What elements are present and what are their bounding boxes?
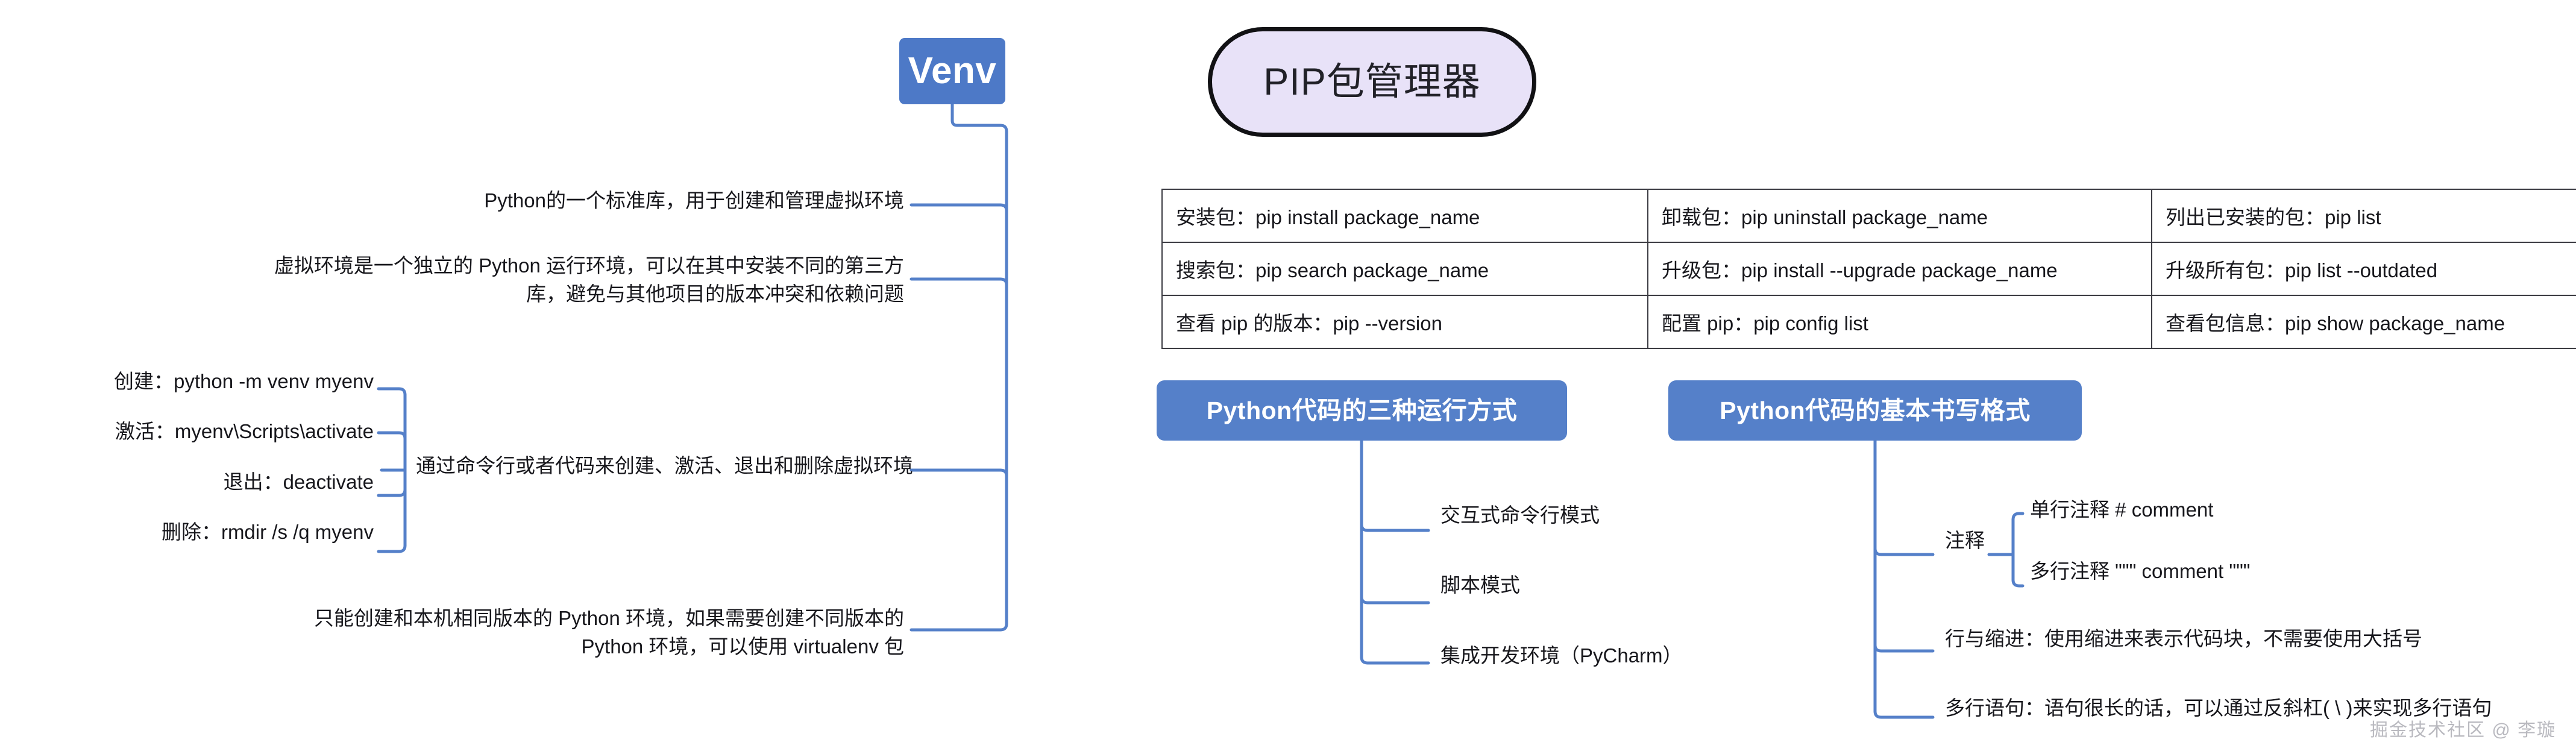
section-node-run-modes-label: Python代码的三种运行方式 bbox=[1206, 396, 1518, 424]
section-node-run-modes[interactable]: Python代码的三种运行方式 bbox=[1157, 380, 1567, 441]
root-node-venv-label: Venv bbox=[908, 50, 997, 92]
run-mode-ide: 集成开发环境（PyCharm） bbox=[1440, 644, 1683, 667]
root-node-pip-label: PIP包管理器 bbox=[1263, 60, 1481, 103]
table-row: 安装包：pip install package_name 卸载包：pip uni… bbox=[1161, 189, 2576, 243]
table-cell-install: 安装包：pip install package_name bbox=[1161, 189, 1648, 243]
table-cell-version: 查看 pip 的版本：pip --version bbox=[1161, 295, 1648, 349]
run-mode-interactive: 交互式命令行模式 bbox=[1440, 504, 1600, 526]
table-cell-search: 搜索包：pip search package_name bbox=[1161, 242, 1648, 296]
style-node-comment: 注释 bbox=[1945, 529, 1985, 551]
venv-branch-cmdline: 通过命令行或者代码来创建、激活、退出和删除虚拟环境 bbox=[416, 454, 913, 477]
venv-command-activate: 激活：myenv\Scripts\activate bbox=[115, 420, 374, 442]
style-node-indentation: 行与缩进：使用缩进来表示代码块，不需要使用大括号 bbox=[1945, 627, 2422, 650]
table-cell-upgrade: 升级包：pip install --upgrade package_name bbox=[1647, 242, 2152, 296]
table-row: 搜索包：pip search package_name 升级包：pip inst… bbox=[1161, 242, 2576, 296]
venv-command-exit: 退出：deactivate bbox=[223, 471, 374, 493]
style-node-single-comment: 单行注释 # comment bbox=[2030, 498, 2214, 521]
table-cell-show: 查看包信息：pip show package_name bbox=[2151, 295, 2576, 349]
venv-branch-version-note: 只能创建和本机相同版本的 Python 环境，如果需要创建不同版本的 Pytho… bbox=[313, 607, 904, 658]
venv-branch-stdlib: Python的一个标准库，用于创建和管理虚拟环境 bbox=[484, 189, 904, 212]
table-cell-outdated: 升级所有包：pip list --outdated bbox=[2151, 242, 2576, 296]
table-cell-config: 配置 pip：pip config list bbox=[1647, 295, 2152, 349]
table-cell-list: 列出已安装的包：pip list bbox=[2151, 189, 2576, 243]
table-cell-uninstall: 卸载包：pip uninstall package_name bbox=[1647, 189, 2152, 243]
venv-command-remove: 删除：rmdir /s /q myenv bbox=[161, 521, 374, 543]
section-node-writing-style-label: Python代码的基本书写格式 bbox=[1720, 396, 2031, 424]
watermark: 掘金技术社区 @ 李璇 bbox=[2370, 720, 2557, 740]
venv-command-create: 创建：python -m venv myenv bbox=[114, 370, 374, 392]
section-node-writing-style[interactable]: Python代码的基本书写格式 bbox=[1668, 380, 2082, 441]
table-row: 查看 pip 的版本：pip --version 配置 pip：pip conf… bbox=[1161, 295, 2576, 349]
run-mode-script: 脚本模式 bbox=[1440, 574, 1520, 596]
venv-branch-isolated: 虚拟环境是一个独立的 Python 运行环境，可以在其中安装不同的第三方库，避免… bbox=[274, 254, 904, 305]
root-node-venv[interactable]: Venv bbox=[899, 38, 1005, 104]
style-node-multi-comment: 多行注释 """ comment """ bbox=[2030, 560, 2251, 582]
style-node-multiline: 多行语句：语句很长的话，可以通过反斜杠( \ )来实现多行语句 bbox=[1945, 697, 2492, 719]
pip-command-table: 安装包：pip install package_name 卸载包：pip uni… bbox=[1161, 189, 2576, 349]
root-node-pip[interactable]: PIP包管理器 bbox=[1208, 27, 1536, 137]
